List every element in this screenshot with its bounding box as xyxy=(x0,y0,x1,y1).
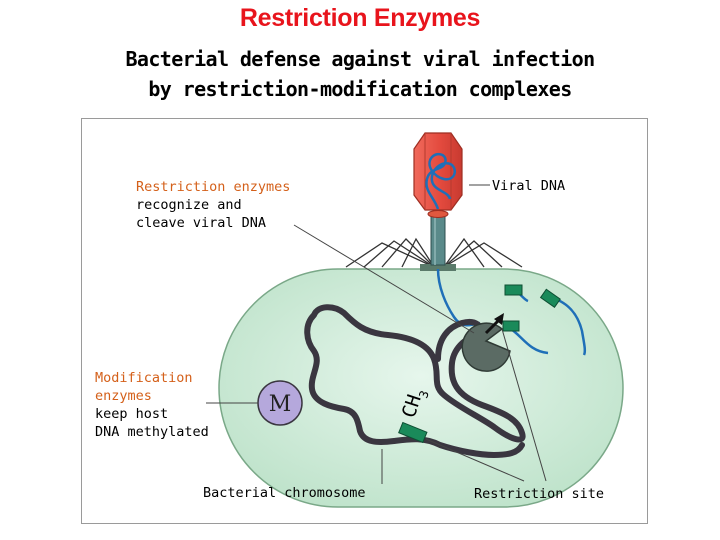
restriction-site-label: Restriction site xyxy=(474,486,604,502)
restriction-enzymes-title: Restriction enzymes xyxy=(136,179,290,195)
diagram-frame: CH3 M Restriction enzymes recognize and … xyxy=(81,118,648,524)
phage-collar xyxy=(427,210,449,218)
bacterial-chromosome-label: Bacterial chromosome xyxy=(203,485,366,501)
callout-lines xyxy=(206,184,547,484)
restriction-enzymes-line-3: cleave viral DNA xyxy=(136,215,266,231)
modification-enzyme-letter: M xyxy=(269,392,292,417)
phage-baseplate xyxy=(420,264,456,271)
modification-enzymes-line-4: DNA methylated xyxy=(95,424,209,440)
subtitle-line-1: Bacterial defense against viral infectio… xyxy=(125,47,595,71)
modification-enzymes-line-3: keep host xyxy=(95,406,168,422)
phage-head xyxy=(413,132,463,211)
slide-title: Restriction Enzymes xyxy=(239,4,481,32)
modification-enzymes-line-2: enzymes xyxy=(95,388,152,404)
phage-tail xyxy=(430,214,446,266)
release-arrow-head xyxy=(494,313,504,325)
diagram-canvas: CH3 M Restriction enzymes recognize and … xyxy=(95,132,624,508)
modification-enzymes-line-1: Modification xyxy=(95,370,193,386)
subtitle-line-2: by restriction-modification complexes xyxy=(148,77,572,101)
chromosome-restriction-site xyxy=(398,421,428,444)
viral-dna-in-head xyxy=(425,152,456,210)
viral-dna-fragment-3 xyxy=(547,295,587,356)
viral-site-1 xyxy=(504,284,523,296)
viral-dna-label: Viral DNA xyxy=(492,178,565,194)
slide-subtitle: Bacterial defense against viral infectio… xyxy=(0,44,720,104)
viral-site-3 xyxy=(539,288,561,308)
restriction-enzyme xyxy=(461,322,511,372)
phage-tail-fibers xyxy=(345,237,523,268)
restriction-enzymes-line-2: recognize and xyxy=(136,197,242,213)
viral-site-2 xyxy=(502,320,520,332)
